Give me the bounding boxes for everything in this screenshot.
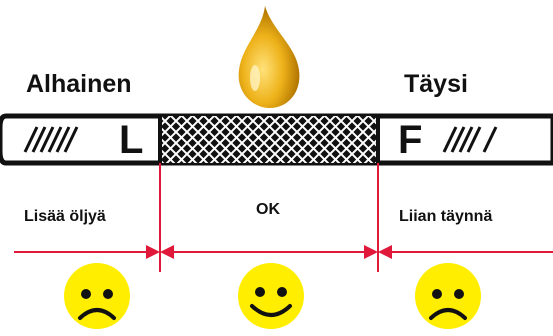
zone-label-add-oil: Lisää öljyä: [24, 208, 106, 225]
dipstick: [0, 113, 553, 166]
sad-face-icon-right: [415, 263, 481, 329]
full-level-title: Täysi: [404, 70, 468, 98]
zone-label-ok: OK: [256, 201, 280, 218]
dipstick-full-mark: F: [398, 118, 423, 162]
sad-face-icon-left: [64, 263, 130, 329]
ok-range-hatch: [160, 116, 378, 163]
dipstick-low-mark: L: [119, 118, 144, 162]
zone-label-overfilled: Liian täynnä: [399, 208, 493, 225]
happy-face-icon: [238, 263, 304, 329]
oil-drop-icon: [238, 6, 300, 108]
level-indicators: [14, 163, 553, 272]
dipstick-hatch-left: [23, 126, 79, 153]
low-level-title: Alhainen: [26, 70, 132, 98]
dipstick-hatch-right: [442, 126, 498, 153]
